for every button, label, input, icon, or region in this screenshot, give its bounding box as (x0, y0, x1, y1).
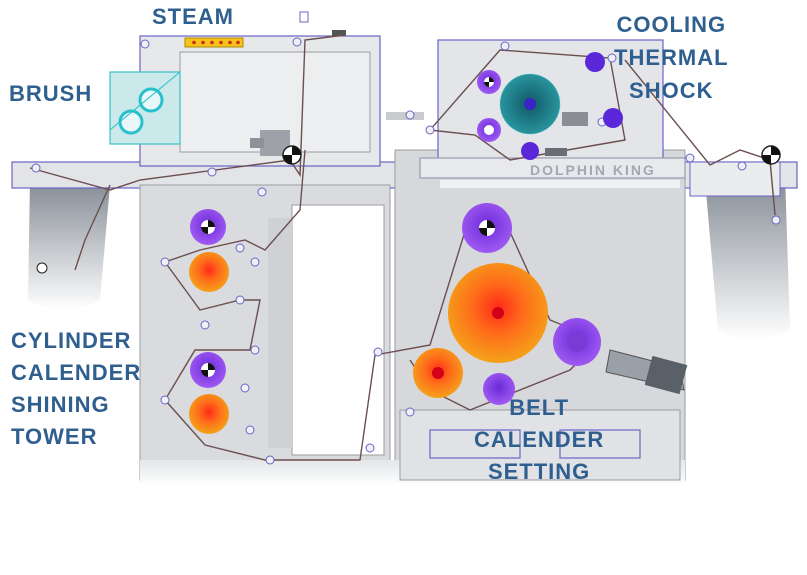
tension-rolls (36, 145, 781, 274)
cylinder-label-line-1: CYLINDER (11, 328, 132, 353)
cooling-unit (477, 52, 623, 160)
belt-calender-label: BELT CALENDER SETTING (474, 392, 604, 488)
belt-label-line-3: SETTING (487, 459, 591, 484)
tensioner-icon (605, 349, 688, 395)
cooling-label-line-1: COOLING (616, 12, 727, 37)
brand-plate: DOLPHIN KING (530, 162, 656, 178)
heated-roll-icon (189, 394, 229, 434)
cylinder-tower-rolls (189, 209, 229, 434)
steam-label: STEAM (152, 4, 234, 29)
fabric-right (705, 175, 790, 340)
fabric-left (28, 180, 110, 310)
cooling-label-line-3: SHOCK (629, 78, 714, 103)
guide-rollers (31, 37, 781, 465)
cylinder-label-line-4: TOWER (11, 424, 98, 449)
brand-plate-text: DOLPHIN KING (530, 162, 656, 178)
cooling-roll-icon (483, 373, 515, 405)
cylinder-label-line-3: SHINING (11, 392, 110, 417)
belt-calender-rolls (413, 203, 688, 405)
cooling-roll-icon (462, 203, 512, 253)
belt-label-line-1: BELT (509, 395, 570, 420)
steam-heater-icon (184, 37, 244, 48)
brush-roll-icon (499, 73, 561, 135)
heated-roll-icon (413, 348, 463, 398)
heated-roll-icon (189, 252, 229, 292)
brush-unit (109, 71, 181, 135)
cooling-roll-icon (553, 318, 601, 366)
cooling-label-line-2: THERMAL (614, 45, 729, 70)
brush-label: BRUSH (9, 81, 93, 106)
cooling-roll-icon (190, 352, 226, 388)
cooling-thermal-shock-label: COOLING THERMAL SHOCK (614, 8, 729, 107)
heated-roll-icon (448, 263, 548, 363)
cylinder-label-line-2: CALENDER (11, 360, 142, 385)
cylinder-calender-label: CYLINDER CALENDER SHINING TOWER (11, 325, 141, 453)
belt-label-line-2: CALENDER (474, 427, 605, 452)
cooling-roll-icon (190, 209, 226, 245)
